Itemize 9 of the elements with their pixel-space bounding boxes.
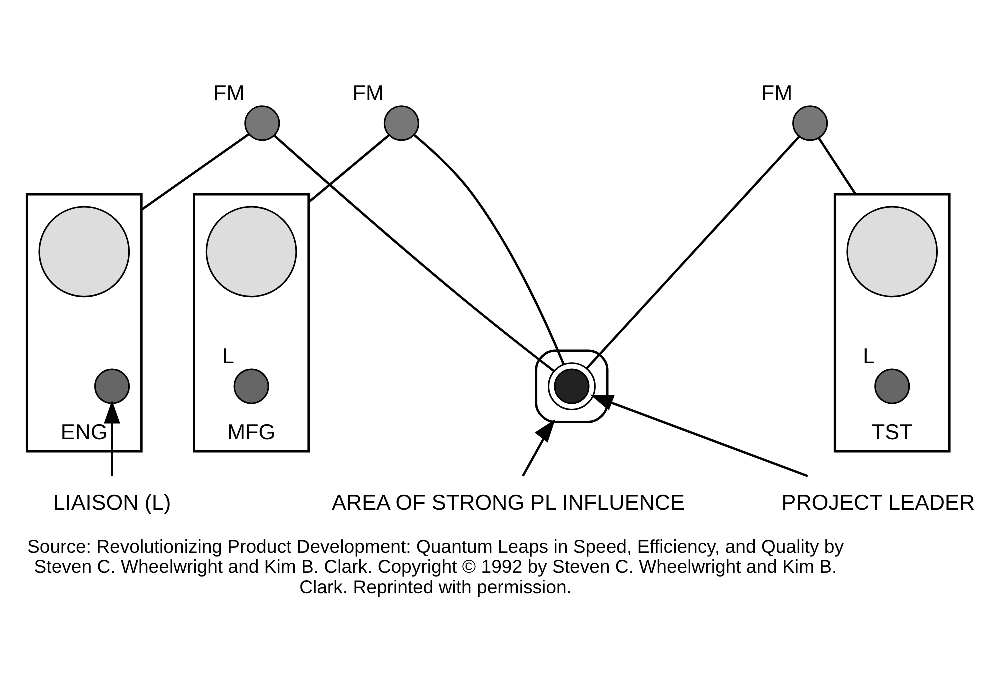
- node-text: LIAISON (L): [53, 489, 172, 514]
- caption: Source: Revolutionizing Product Development: Quantum Leaps in Speed, Efficiency, and Quality by Steven C. Wheelwright and Kim B. Clark. Copyright © 1992 by Steven C. Wheelwright and Kim B. Clark. Reprinted with permission.: [28, 536, 844, 597]
- node-label: L: [863, 343, 876, 368]
- node-label: L: [222, 343, 234, 368]
- node-label: FM: [761, 80, 793, 106]
- node-label: FM: [352, 80, 384, 106]
- node-text: AREA OF STRONG PL INFLUENCE: [332, 489, 686, 514]
- node-text: PROJECT LEADER: [782, 489, 976, 514]
- node-label: FM: [213, 80, 245, 106]
